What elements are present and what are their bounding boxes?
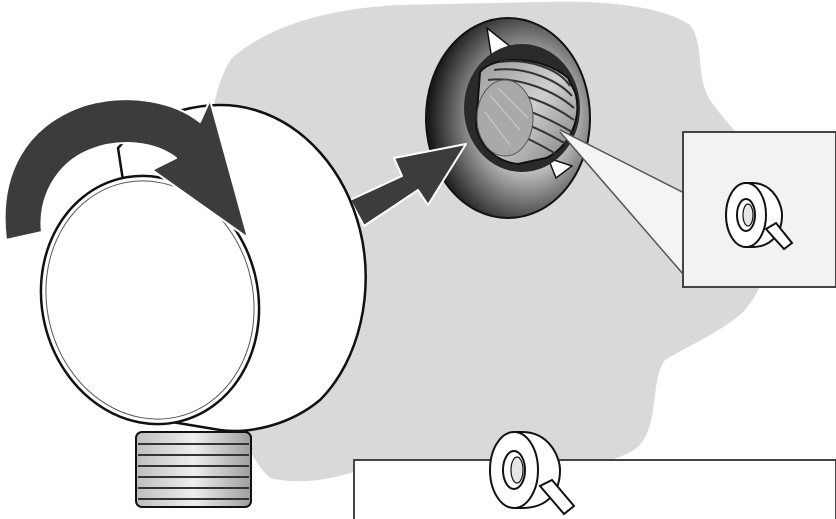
- tape-callout-upper: [683, 132, 836, 287]
- threaded-pipe: [464, 44, 580, 172]
- hose-connector-thread: [136, 432, 251, 507]
- wall-flange: [426, 18, 590, 218]
